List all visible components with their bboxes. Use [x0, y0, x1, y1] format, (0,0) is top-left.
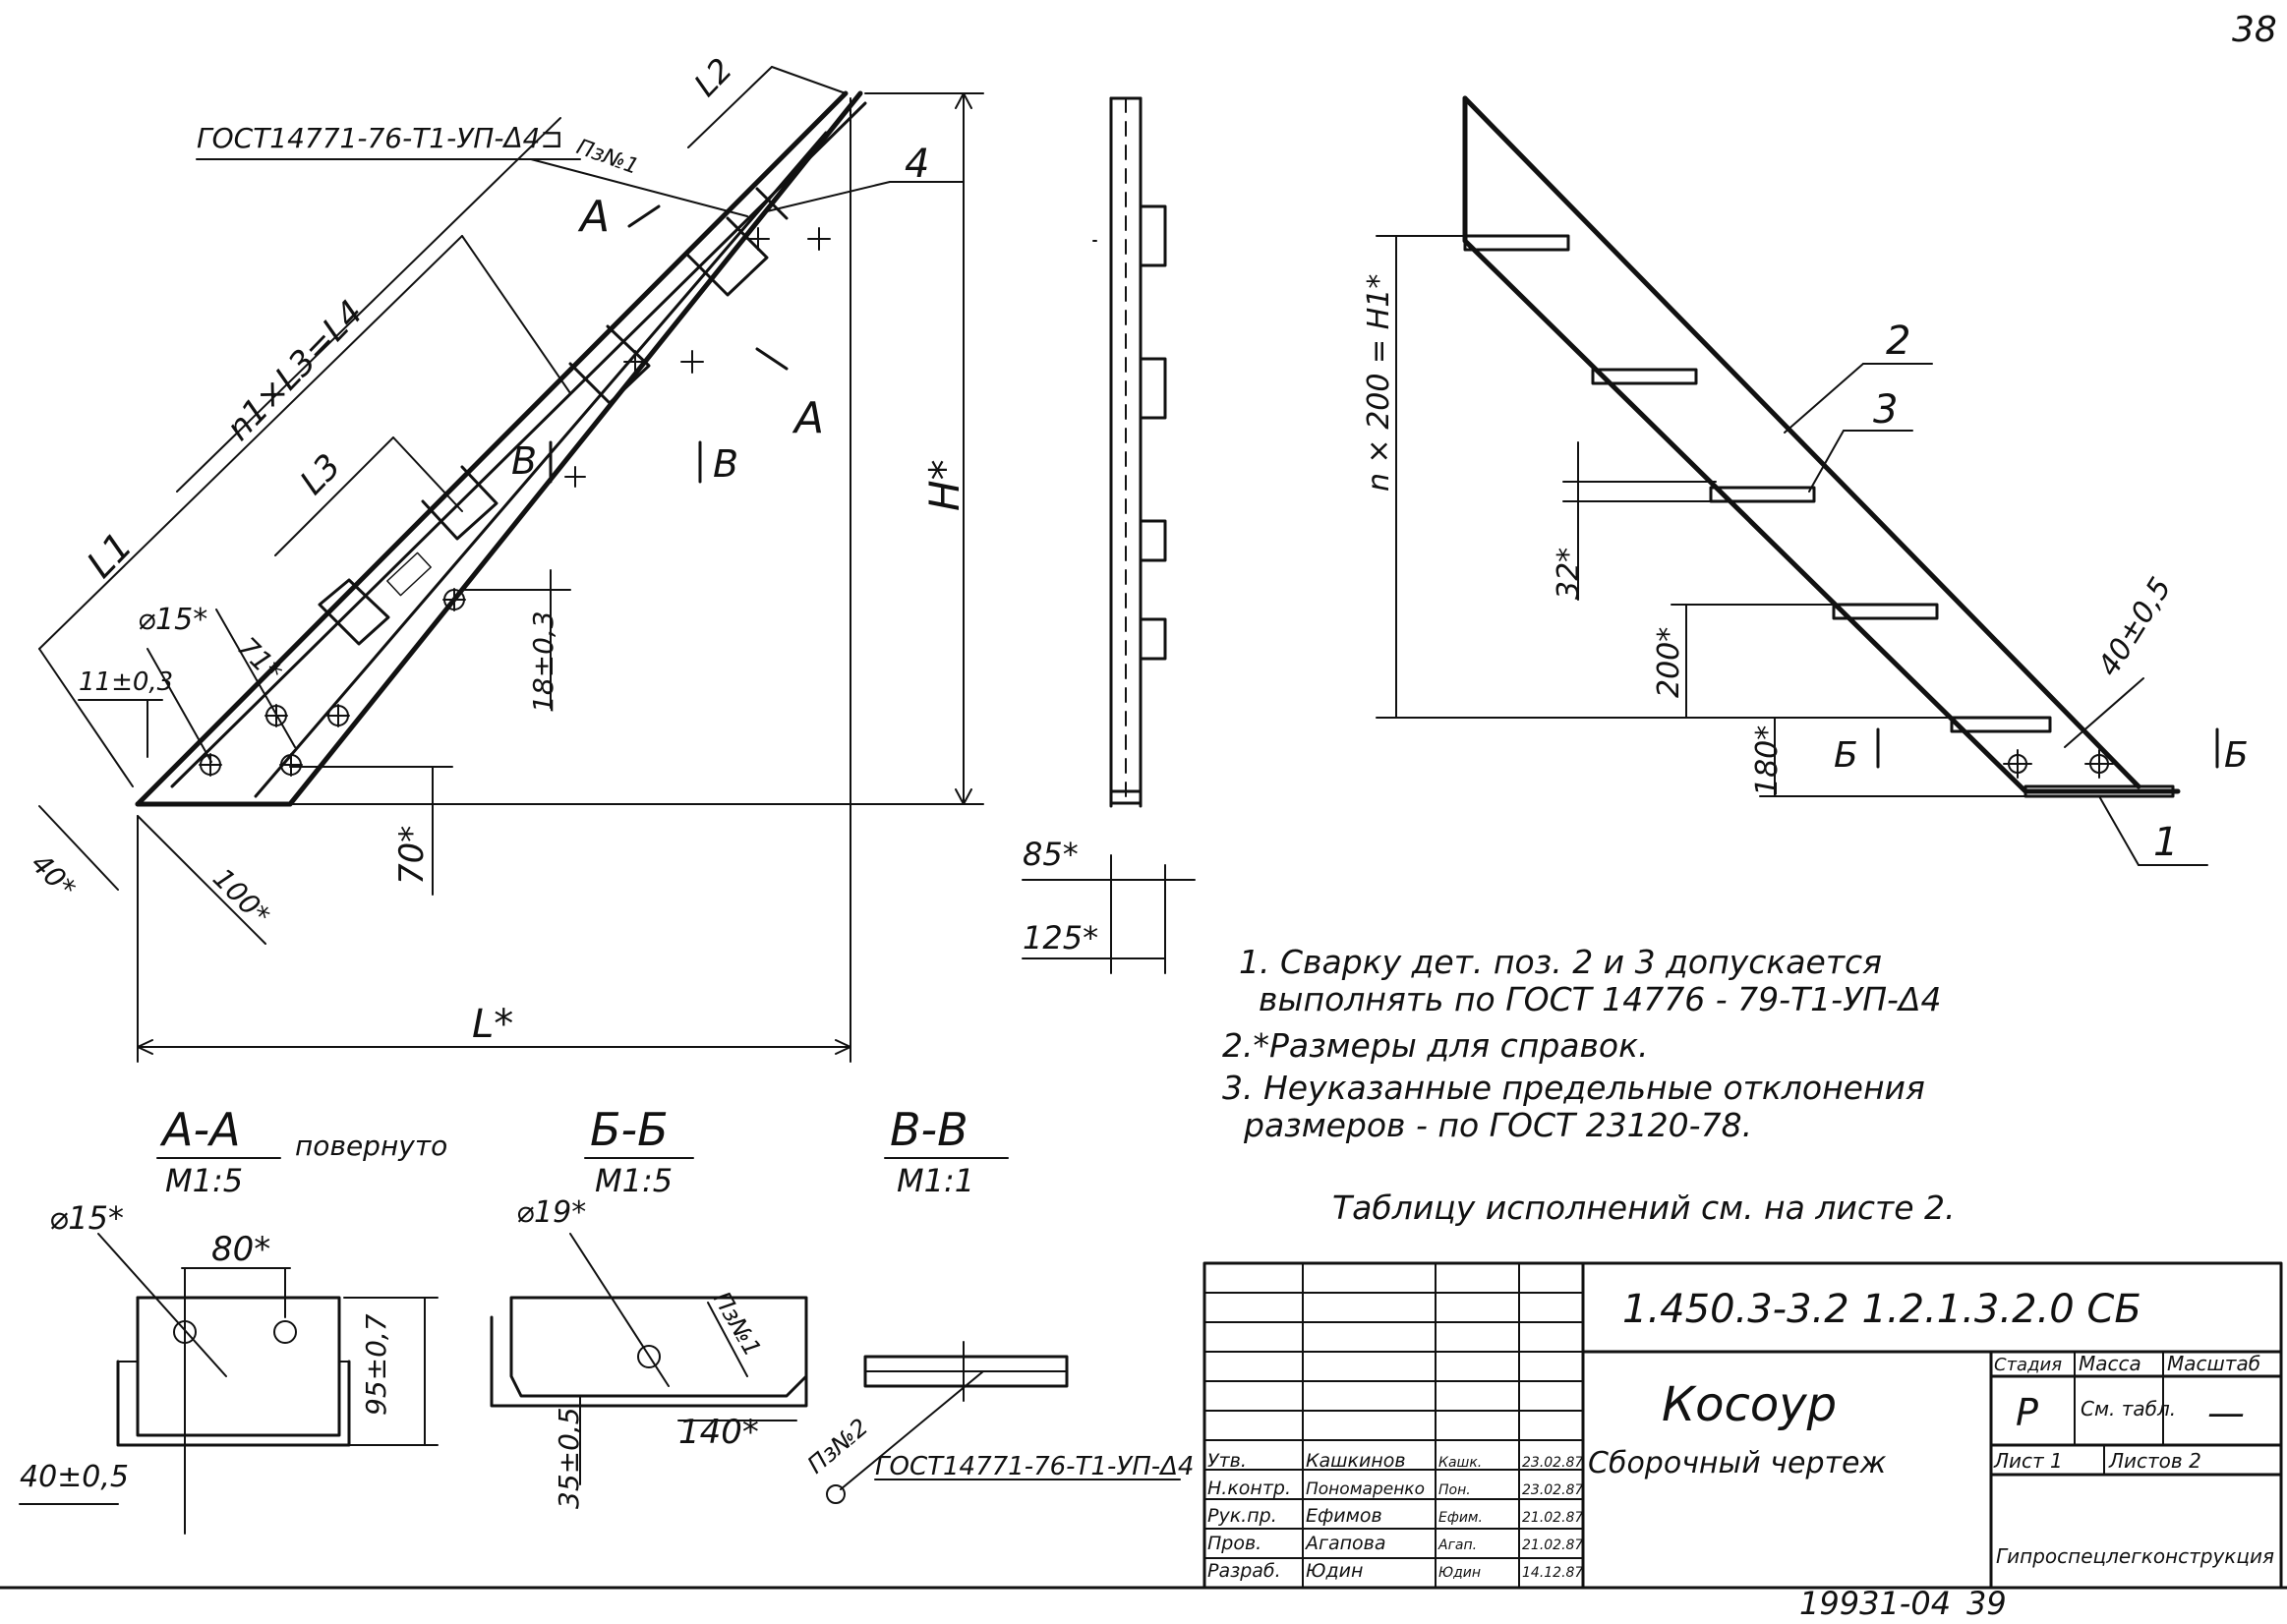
section-bb: Б-Б М1:5 ⌀19* 140* 35±0,5 Пз№1 [490, 1103, 808, 1509]
section-vv-pos: Пз№2 [802, 1413, 873, 1479]
dim-L1: L1 [79, 524, 141, 586]
row-role: Пров. [1207, 1533, 1261, 1554]
row-sign: Кашк. [1438, 1455, 1482, 1471]
dim-nH1: n × 200 = H1* [1362, 274, 1396, 492]
section-bb-140: 140* [678, 1413, 759, 1452]
row-date: 21.02.87 [1522, 1510, 1583, 1526]
section-B-left: В [511, 439, 537, 483]
section-aa-40: 40±0,5 [20, 1460, 129, 1494]
dim-18: 18±0,3 [527, 610, 559, 713]
section-aa-scale: М1:5 [165, 1162, 243, 1199]
title-block: 1.450.3-3.2 1.2.1.3.2.0 СБ Косоур Сбороч… [1202, 1261, 2283, 1590]
section-bb-scale: М1:5 [595, 1162, 673, 1199]
section-aa-title: А-А [159, 1103, 241, 1156]
dim-32: 32* [1552, 548, 1586, 600]
row-date: 21.02.87 [1522, 1537, 1583, 1553]
row-role: Разраб. [1207, 1560, 1281, 1582]
dim-40-right: 40±0,5 [2091, 572, 2179, 683]
sheets-label: Листов 2 [2108, 1449, 2201, 1473]
note-1b: выполнять по ГОСТ 14776 - 79-Т1-УП-Δ4 [1259, 980, 1941, 1018]
section-bb-title: Б-Б [590, 1103, 669, 1156]
dim-L3: L3 [293, 446, 349, 502]
row-sign: Пон. [1438, 1482, 1471, 1498]
dim-L2: L2 [686, 51, 739, 104]
section-B-right: В [713, 442, 738, 486]
section-Б-right: Б [2224, 735, 2249, 776]
section-vv-gost: ГОСТ14771-76-Т1-УП-Δ4 [875, 1452, 1194, 1481]
section-aa-d15: ⌀15* [49, 1199, 124, 1237]
dim-100: 100* [206, 862, 276, 932]
stage-label: Стадия [1994, 1355, 2062, 1375]
row-sign: Ефим. [1438, 1510, 1483, 1526]
pos-3: 3 [1873, 387, 1898, 433]
row-name: Пономаренко [1306, 1479, 1425, 1499]
right-view: n × 200 = H1* 32* 200* 180* 40±0,5 2 3 1… [1362, 95, 2249, 866]
section-aa: А-А М1:5 повернуто 80* ⌀15* 95±0,7 40±0,… [19, 1103, 447, 1535]
dim-L: L* [472, 1002, 513, 1047]
step-cells [318, 187, 789, 646]
note-2: 2.*Размеры для справок. [1222, 1026, 1649, 1065]
pos-4: 4 [905, 142, 929, 187]
pos-1: 1 [2153, 820, 2178, 865]
scale-label: Масштаб [2167, 1352, 2260, 1375]
side-view: 85* 125* [1022, 96, 1196, 974]
dim-d15: ⌀15* [138, 603, 207, 637]
left-view: H* L* 70* L1 n1×L3=L4 L3 L2 ГОСТ14771-76… [25, 51, 984, 1063]
row-name: Ефимов [1306, 1505, 1382, 1527]
row-date: 23.02.87 [1522, 1482, 1583, 1498]
row-sign: Юдин [1438, 1565, 1481, 1581]
section-aa-95: 95±0,7 [360, 1313, 392, 1416]
section-vv-scale: М1:1 [897, 1162, 974, 1199]
dim-70: 70* [392, 826, 432, 885]
note-3a: 3. Неуказанные предельные отклонения [1222, 1069, 1925, 1107]
section-aa-80: 80* [211, 1230, 270, 1269]
section-A-bottom: A [792, 393, 824, 443]
dim-125: 125* [1023, 919, 1098, 957]
dim-200: 200* [1652, 627, 1686, 698]
pos-2: 2 [1886, 319, 1910, 364]
dim-85: 85* [1023, 836, 1079, 873]
row-role: Рук.пр. [1207, 1505, 1277, 1527]
row-role: Утв. [1207, 1450, 1247, 1472]
dim-40: 40* [25, 847, 82, 904]
stage-value: Р [2016, 1391, 2038, 1434]
row-role: Н.контр. [1207, 1478, 1291, 1499]
page-number: 38 [2232, 10, 2277, 50]
row-name: Юдин [1306, 1560, 1363, 1582]
section-vv-title: В-В [890, 1103, 968, 1156]
weld-callout: ГОСТ14771-76-Т1-УП-Δ4⊐ [197, 122, 563, 154]
row-date: 23.02.87 [1522, 1455, 1583, 1471]
row-name: Агапова [1304, 1533, 1386, 1554]
row-date: 14.12.87 [1522, 1565, 1583, 1581]
doc-code: 1.450.3-3.2 1.2.1.3.2.0 СБ [1622, 1287, 2141, 1332]
note-3b: размеров - по ГОСТ 23120-78. [1243, 1106, 1752, 1144]
section-A-top: A [577, 192, 610, 242]
notes: 1. Сварку дет. поз. 2 и 3 допускается вы… [1222, 943, 1956, 1227]
section-bb-d19: ⌀19* [516, 1195, 586, 1230]
table-reference: Таблицу исполнений см. на листе 2. [1332, 1189, 1956, 1227]
signature-rows: Утв. Кашкинов Кашк. 23.02.87 Н.контр. По… [1207, 1450, 1583, 1582]
scale-value: — [2207, 1391, 2245, 1434]
dim-n1L3: n1×L3=L4 [219, 293, 372, 448]
mass-label: Масса [2079, 1352, 2141, 1375]
dim-180: 180* [1750, 725, 1785, 796]
section-vv: В-В М1:1 Пз№2 ГОСТ14771-76-Т1-УП-Δ4 [802, 1103, 1194, 1504]
section-Б-left: Б [1834, 735, 1858, 776]
footer-page: 39 [1966, 1585, 2007, 1619]
section-aa-note: повернуто [295, 1130, 447, 1162]
footer-code: 19931-04 [1799, 1585, 1951, 1619]
mass-value: См. табл. [2081, 1397, 2176, 1421]
dim-11: 11±0,3 [79, 667, 173, 697]
section-bb-35: 35±0,5 [553, 1407, 585, 1509]
organization: Гипроспецлегконструкция [1996, 1544, 2274, 1568]
drawing-name: Косоур [1662, 1377, 1837, 1432]
drawing-subtitle: Сборочный чертеж [1588, 1446, 1886, 1480]
row-sign: Агап. [1437, 1537, 1477, 1553]
dim-H: H* [920, 459, 968, 511]
note-1a: 1. Сварку дет. поз. 2 и 3 допускается [1239, 943, 1882, 981]
sheet-label: Лист 1 [1993, 1449, 2063, 1473]
row-name: Кашкинов [1306, 1450, 1406, 1472]
